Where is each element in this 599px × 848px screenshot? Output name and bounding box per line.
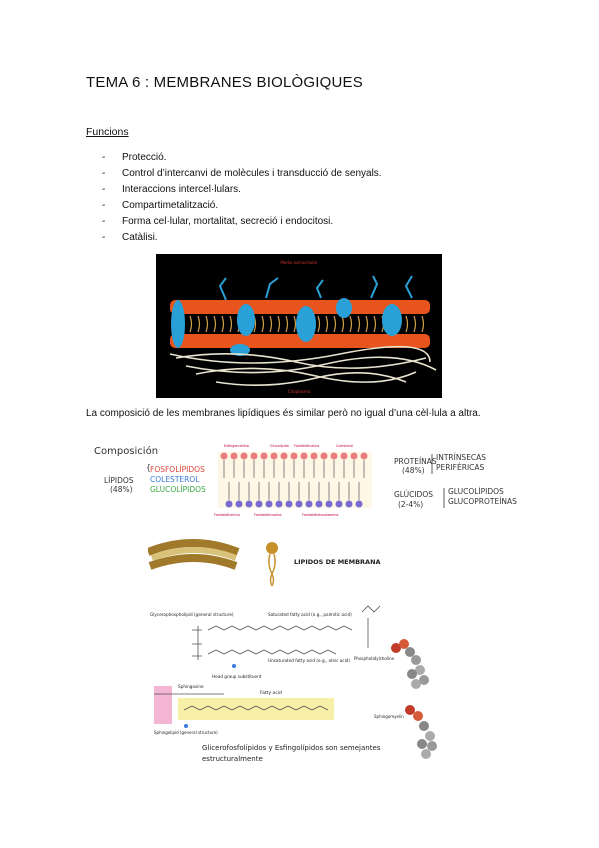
lipids-label: LÍPIDOS [104, 476, 134, 485]
svg-text:Head group substituent: Head group substituent [212, 674, 262, 679]
svg-text:Sphingomyelin: Sphingomyelin [374, 714, 404, 719]
svg-text:Glucolípido: Glucolípido [270, 444, 289, 448]
svg-text:Unsaturated fatty acid (e.g.,: Unsaturated fatty acid (e.g., oleic acid… [268, 658, 350, 663]
membrane-illustration: Medio extracelular [156, 254, 442, 398]
glucolipidos-label: GLUCOLÍPIDOS [150, 485, 206, 494]
list-item: -Interaccions intercel·lulars. [102, 184, 241, 195]
carb-glucolipidos-label: GLUCOLÍPIDOS [448, 487, 504, 496]
svg-text:Fosfatidiletanolamina: Fosfatidiletanolamina [302, 513, 338, 517]
list-item: -Protecció. [102, 152, 167, 163]
svg-text:Fosfatidilcolina: Fosfatidilcolina [294, 444, 319, 448]
composition-sentence: La composició de les membranes lipídique… [86, 408, 481, 419]
svg-text:Sphingosine: Sphingosine [178, 684, 204, 689]
list-item: -Forma cel·lular, mortalitat, secreció i… [102, 216, 334, 227]
page-title: TEMA 6 : MEMBRANES BIOLÒGIQUES [86, 74, 363, 91]
svg-text:Colesterol: Colesterol [336, 444, 353, 448]
carbs-label: GLÚCIDOS [394, 490, 433, 499]
curved-bilayer [148, 539, 240, 570]
composition-figure: Composición LÍPIDOS (48%) { FOSFOLÍPIDOS… [94, 444, 517, 517]
bilayer-diagram: Esfingomielina Glucolípido Fosfatidilcol… [214, 444, 372, 517]
composition-heading: Composición [94, 445, 158, 457]
list-item: -Catàlisi. [102, 232, 158, 243]
proteins-pct: (48%) [402, 466, 425, 475]
proteins-label: PROTEÍNAS [394, 457, 437, 466]
perifericas-label: PERIFÉRICAS [436, 463, 485, 472]
intrinsecas-label: INTRÍNSECAS [436, 453, 486, 462]
glucoproteinas-label: GLUCOPROTEÍNAS [448, 497, 517, 506]
extracellular-label: Medio extracelular [280, 260, 318, 265]
svg-text:Glycerophospholipid (general s: Glycerophospholipid (general structure) [150, 612, 234, 617]
svg-text:Saturated fatty acid (e.g., pa: Saturated fatty acid (e.g., palmitic aci… [268, 612, 352, 617]
svg-text:Esfingomielina: Esfingomielina [224, 444, 249, 448]
colesterol-label: COLESTEROL [150, 475, 200, 484]
cytoplasm-label: Citoplasma [288, 389, 311, 394]
section-heading-funcions: Funcions [86, 126, 129, 138]
svg-text:Fosfatidilinositol: Fosfatidilinositol [254, 513, 282, 517]
list-item: -Control d’intercanvi de molècules i tra… [102, 168, 382, 179]
functions-list: -Protecció. -Control d’intercanvi de mol… [86, 150, 382, 246]
svg-text:Phosphatidylcholine: Phosphatidylcholine [354, 656, 395, 661]
structures-caption-1: Glicerofosfolípidos y Esfingolípidos son… [202, 744, 381, 752]
lipids-pct: (48%) [110, 485, 133, 494]
structures-caption-2: estructuralmente [202, 755, 263, 763]
fosfolipidos-label: FOSFOLÍPIDOS [150, 465, 205, 474]
svg-text:Fatty acid: Fatty acid [260, 690, 282, 696]
list-item: -Compartimetalització. [102, 200, 219, 211]
svg-text:{: { [146, 463, 151, 472]
svg-text:Sphingolipid (general structur: Sphingolipid (general structure) [154, 730, 218, 735]
carbs-pct: (2-4%) [398, 500, 423, 509]
lipid-structures-figure: LIPIDOS DE MEMBRANA Glycerophospholipid … [148, 539, 437, 763]
lipidos-membrana-heading: LIPIDOS DE MEMBRANA [294, 558, 381, 566]
svg-text:Fosfatidilserina: Fosfatidilserina [214, 513, 240, 517]
